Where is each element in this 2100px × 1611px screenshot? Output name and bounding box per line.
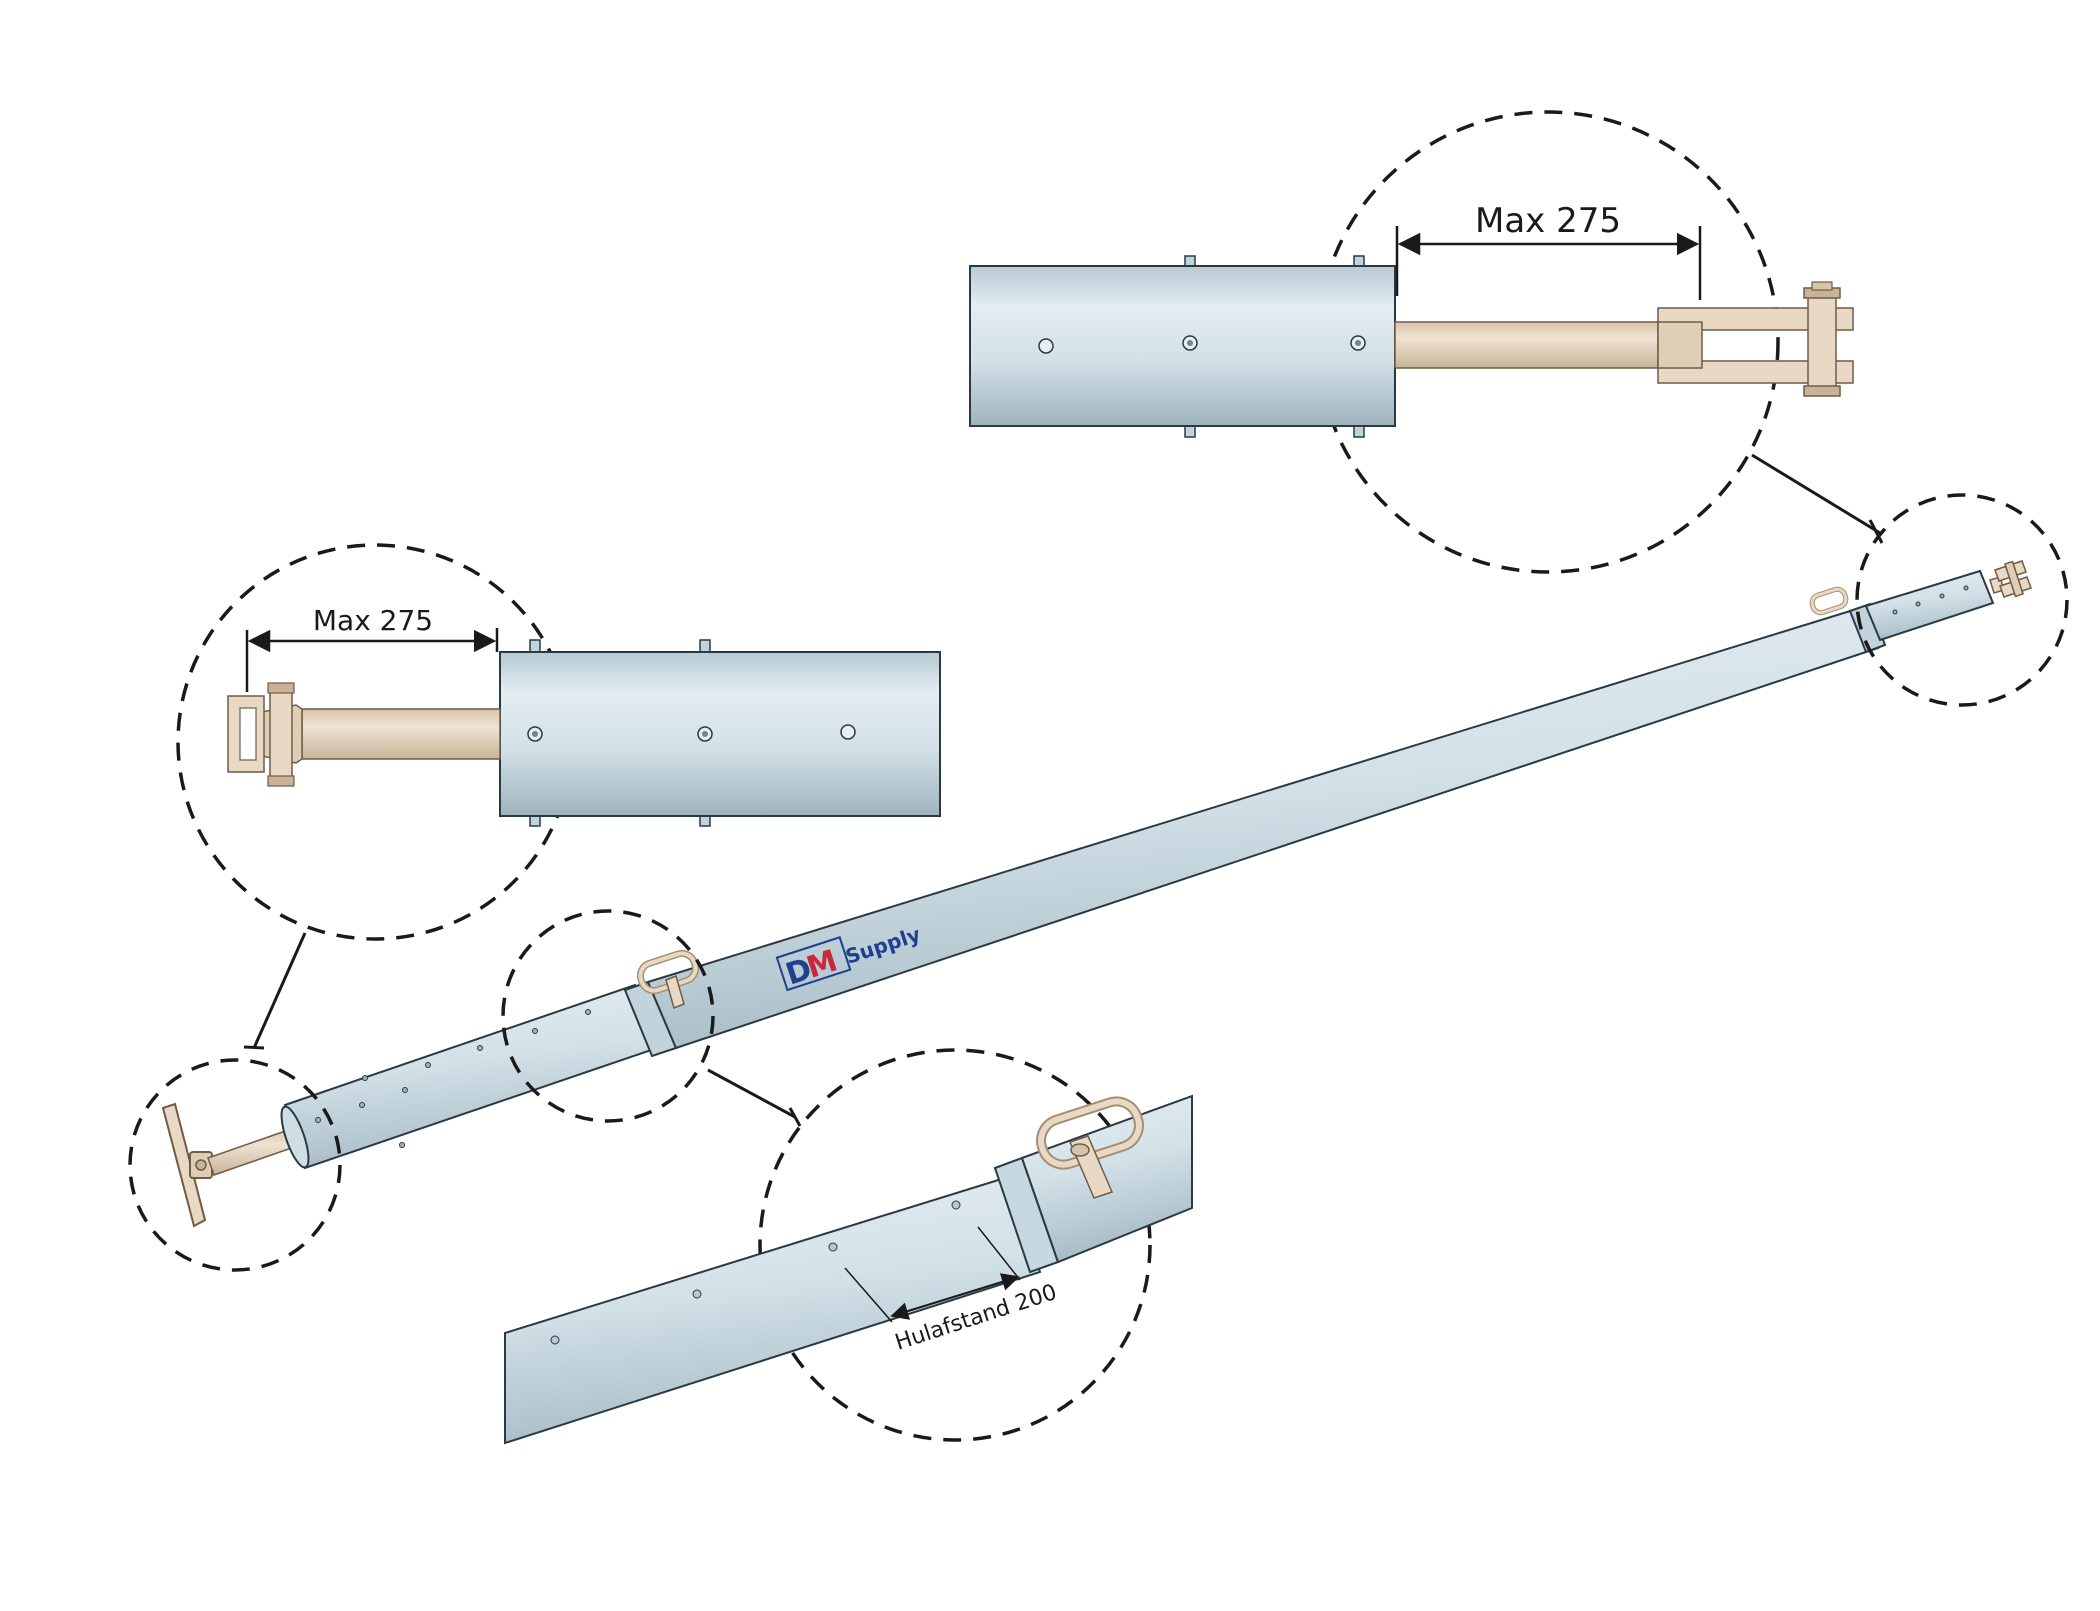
top-detail-view: Max 275 bbox=[969, 201, 1854, 438]
leader-lines bbox=[243, 453, 1884, 1127]
inner-rod bbox=[301, 708, 501, 760]
max-label-left: Max 275 bbox=[313, 604, 433, 637]
lower-tube-holes bbox=[315, 1009, 591, 1148]
outer-tube bbox=[499, 651, 941, 817]
foot-plate-icon bbox=[161, 1102, 213, 1228]
lower-tube bbox=[283, 983, 662, 1170]
fork-head-icon bbox=[227, 682, 303, 787]
top-end-holes bbox=[1892, 585, 1969, 615]
outer-tube bbox=[969, 265, 1396, 427]
tube-holes bbox=[527, 724, 856, 742]
lock-handle-icon bbox=[636, 949, 700, 1010]
circle-collar bbox=[501, 909, 715, 1123]
lower-tube-zoom bbox=[504, 1175, 1042, 1445]
left-detail-view: Max 275 bbox=[227, 604, 941, 827]
main-prop: D M Supply bbox=[161, 560, 2032, 1228]
bottom-detail-view: Hulafstand 200 bbox=[504, 1094, 1193, 1445]
zoom-holes bbox=[550, 1200, 961, 1345]
spacing-arrow bbox=[890, 1273, 1020, 1320]
lock-handle-icon bbox=[1036, 1096, 1144, 1199]
max-label-right: Max 275 bbox=[1475, 201, 1621, 241]
tube-holes bbox=[1038, 335, 1366, 354]
circle-bottom-detail bbox=[758, 1048, 1152, 1442]
fork-head-icon bbox=[1657, 281, 1854, 397]
circle-top-end bbox=[1855, 493, 2069, 707]
lock-handle-icon bbox=[1809, 586, 1849, 616]
circle-bottom-end bbox=[128, 1058, 342, 1272]
fork-head-icon bbox=[1994, 560, 2032, 598]
inner-rod bbox=[1394, 321, 1659, 369]
